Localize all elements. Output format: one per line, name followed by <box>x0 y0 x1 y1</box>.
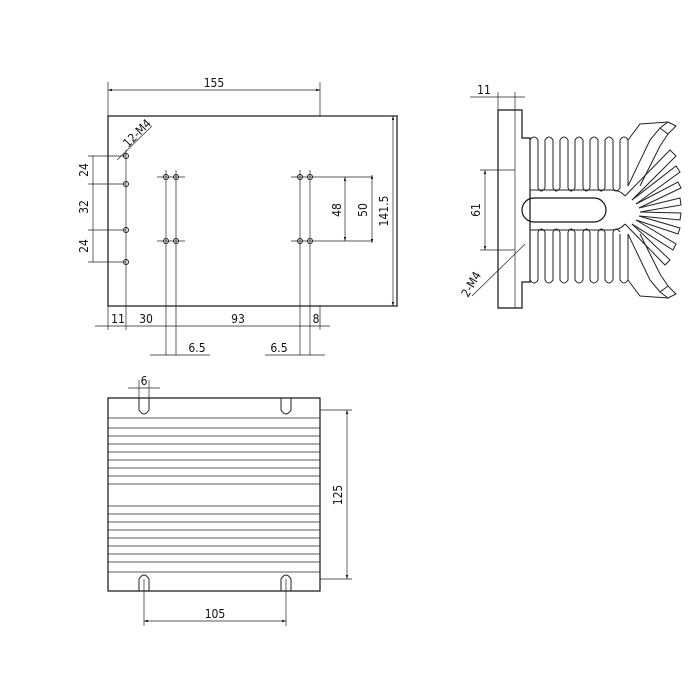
mounting-slot <box>138 398 150 415</box>
dim-side-11: 11 <box>477 83 491 97</box>
front-fin-lines <box>108 417 320 573</box>
dim-48: 48 <box>330 203 344 217</box>
dim-left-24-bottom: 24 <box>77 239 91 253</box>
dim-height-141-5: 141.5 <box>377 196 391 227</box>
top-view: 155 141.5 12-M4 24 32 24 <box>77 76 398 356</box>
dim-side-61: 61 <box>469 203 483 217</box>
dim-front-105: 105 <box>205 607 226 621</box>
diagonal-fins <box>624 121 682 299</box>
dim-8: 8 <box>313 312 320 326</box>
dim-left-32: 32 <box>77 200 91 214</box>
base-plate <box>497 109 531 309</box>
dim-slot-6-5-left: 6.5 <box>188 341 205 355</box>
dim-front-125: 125 <box>331 485 345 506</box>
dim-50: 50 <box>356 203 370 217</box>
mounting-slot <box>138 574 150 591</box>
dim-width-155: 155 <box>204 76 225 90</box>
dim-left-24-top: 24 <box>77 163 91 177</box>
front-view-outline <box>107 397 321 592</box>
dim-93: 93 <box>231 312 245 326</box>
dim-30: 30 <box>139 312 153 326</box>
front-view: 6 125 10 <box>107 374 352 626</box>
side-view: 11 61 2-M4 <box>458 83 682 309</box>
dim-slot-6-5-right: 6.5 <box>270 341 287 355</box>
mounting-slot <box>280 398 292 415</box>
dim-front-6: 6 <box>141 374 148 388</box>
thread-note-2-m4: 2-M4 <box>458 269 484 299</box>
central-channel <box>521 197 607 223</box>
thread-note-12-m4: 12-M4 <box>120 116 154 150</box>
mounting-slot <box>280 574 292 591</box>
dim-11: 11 <box>111 312 125 326</box>
top-view-outline <box>107 115 398 307</box>
upper-fins <box>529 136 629 192</box>
lower-fins <box>529 228 629 284</box>
